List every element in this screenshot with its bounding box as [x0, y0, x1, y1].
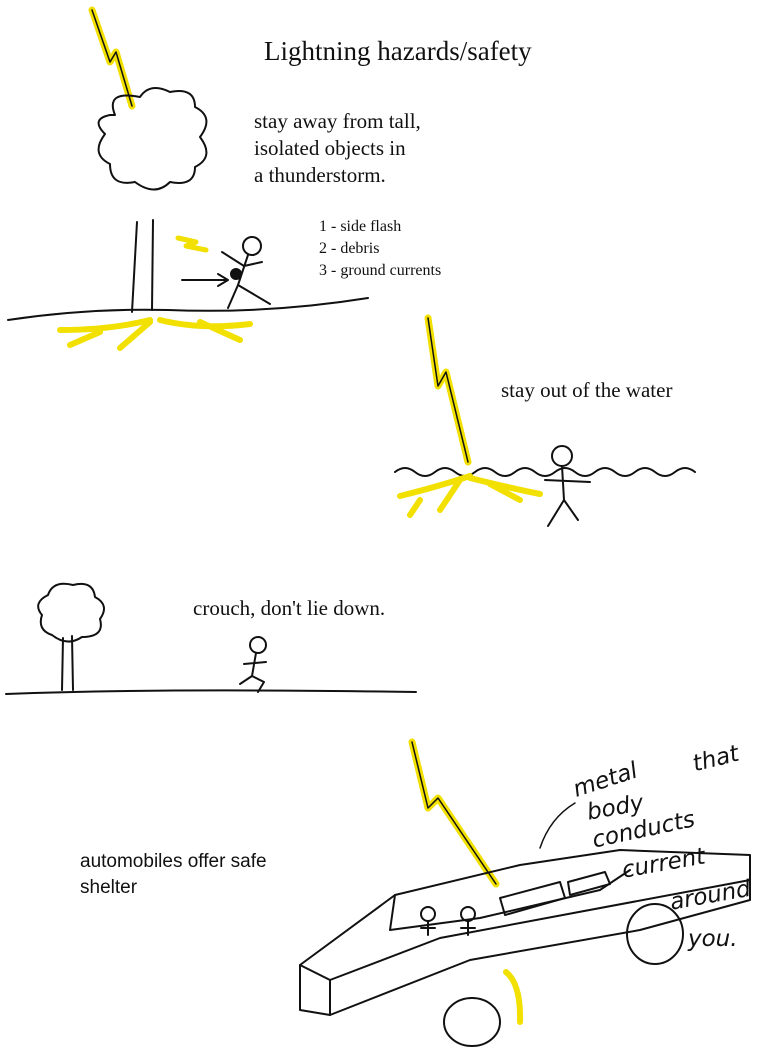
stick-person-icon: [181, 236, 271, 309]
side-flash-icon: [175, 235, 209, 253]
car-advice: automobiles offer safe shelter: [80, 849, 267, 901]
hazard-item: 1 - side flash: [319, 218, 402, 235]
lightning-bolt-car-icon: [408, 738, 500, 888]
tree-icon: [97, 87, 208, 313]
handwritten-note: you.: [688, 926, 738, 952]
lightning-bolt-water-icon: [424, 314, 472, 466]
tree-advice-line: a thunderstorm.: [254, 163, 386, 187]
water-currents-icon: [397, 473, 543, 518]
crouch-advice: crouch, don't lie down.: [193, 596, 386, 620]
hazard-item: 3 - ground currents: [319, 262, 442, 279]
tree-advice: stay away from tall, isolated objects in…: [254, 108, 421, 189]
tree-advice-line: isolated objects in: [254, 136, 406, 160]
car-icon: [299, 802, 751, 1047]
page-title: Lightning hazards/safety: [264, 36, 532, 66]
ground-line: [7, 297, 369, 321]
car-advice-line: automobiles offer safe: [80, 851, 267, 872]
stick-person-water-icon: [544, 445, 591, 527]
ground-currents-icon: [57, 317, 253, 351]
crouching-person-icon: [239, 636, 267, 693]
water-advice: stay out of the water: [501, 378, 673, 402]
flat-ground-line: [5, 689, 417, 695]
hazard-item: 2 - debris: [319, 240, 380, 257]
lightning-bolt-tree-icon: [88, 6, 136, 110]
hazard-list: 1 - side flash 2 - debris 3 - ground cur…: [319, 216, 441, 282]
tree-advice-line: stay away from tall,: [254, 109, 421, 133]
car-advice-line: shelter: [80, 877, 138, 898]
small-tree-icon: [37, 582, 105, 691]
water-waves: [394, 467, 696, 477]
